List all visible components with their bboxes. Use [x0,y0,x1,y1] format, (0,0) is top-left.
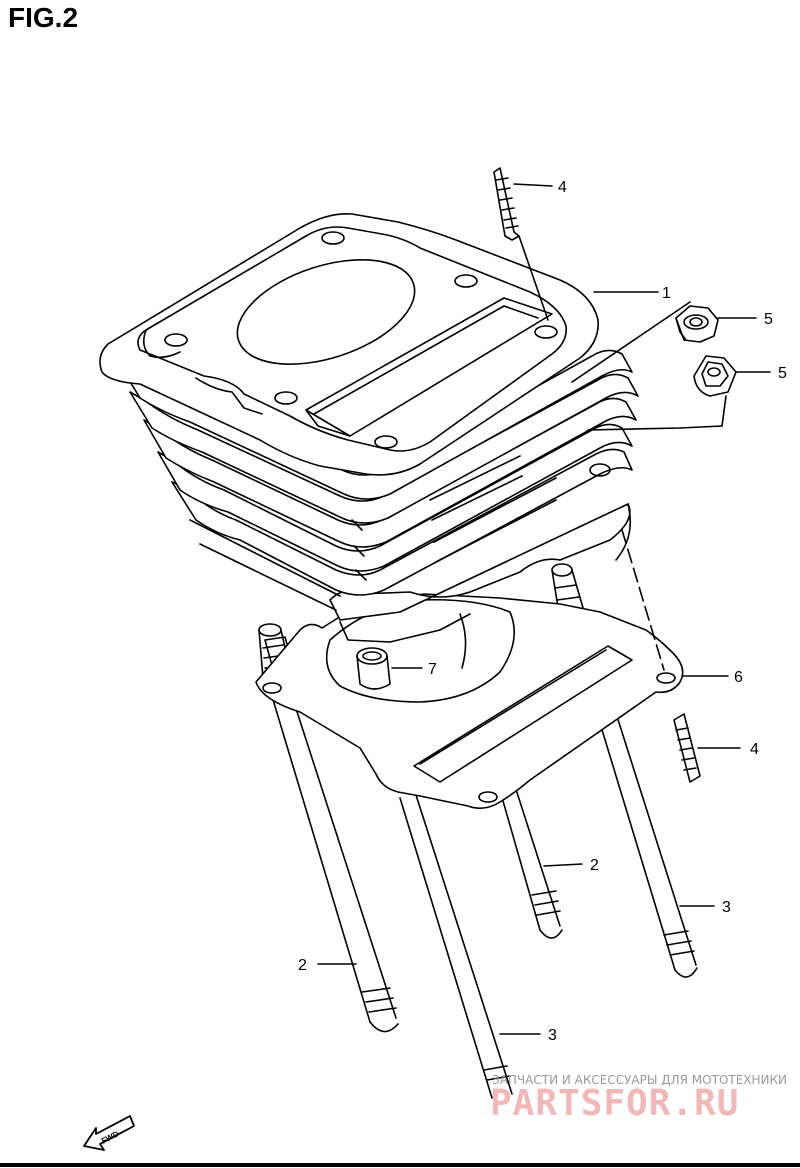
callout-5-bottom: 5 [778,365,787,382]
stud-bolt-3-back[interactable] [551,563,698,978]
guide-nut-top [571,301,691,383]
figure-title: FIG.2 [8,2,79,33]
cylinder-block[interactable] [99,212,639,669]
callout-4-bottom: 4 [750,741,759,758]
dowel-pin[interactable] [356,647,391,690]
short-stud-4-bottom[interactable] [673,713,701,783]
watermark-tagline: ЗАПЧАСТИ И АКСЕССУАРЫ ДЛЯ МОТОТЕХНИКИ [492,1073,788,1087]
callout-2-left: 2 [298,957,307,974]
stud-bolt-2-right[interactable] [496,776,563,939]
callout-7: 7 [428,661,437,678]
callout-4-top: 4 [558,179,567,196]
callout-3-bottom: 3 [548,1027,557,1044]
callout-1: 1 [662,285,671,302]
guide-nut-bottom [587,395,727,431]
leader-4-top [513,183,553,187]
flange-nut-5-top[interactable] [675,305,719,343]
cylinder-base-gasket[interactable] [255,581,684,810]
guide-gasket-hole [621,529,665,671]
callout-2-right: 2 [590,857,599,874]
short-stud-4-top[interactable] [493,167,520,241]
fwd-arrow-icon [83,1115,135,1151]
leader-4-top-stud-to-hole [518,235,549,321]
leader-2-right [543,863,583,867]
callout-3-right: 3 [722,899,731,916]
bottom-border [0,1163,800,1167]
watermark-logo: PARTSFOR.RU [490,1083,740,1124]
callout-5-top: 5 [764,311,773,328]
flange-nut-5-bottom[interactable] [693,355,737,397]
callout-6: 6 [734,669,743,686]
